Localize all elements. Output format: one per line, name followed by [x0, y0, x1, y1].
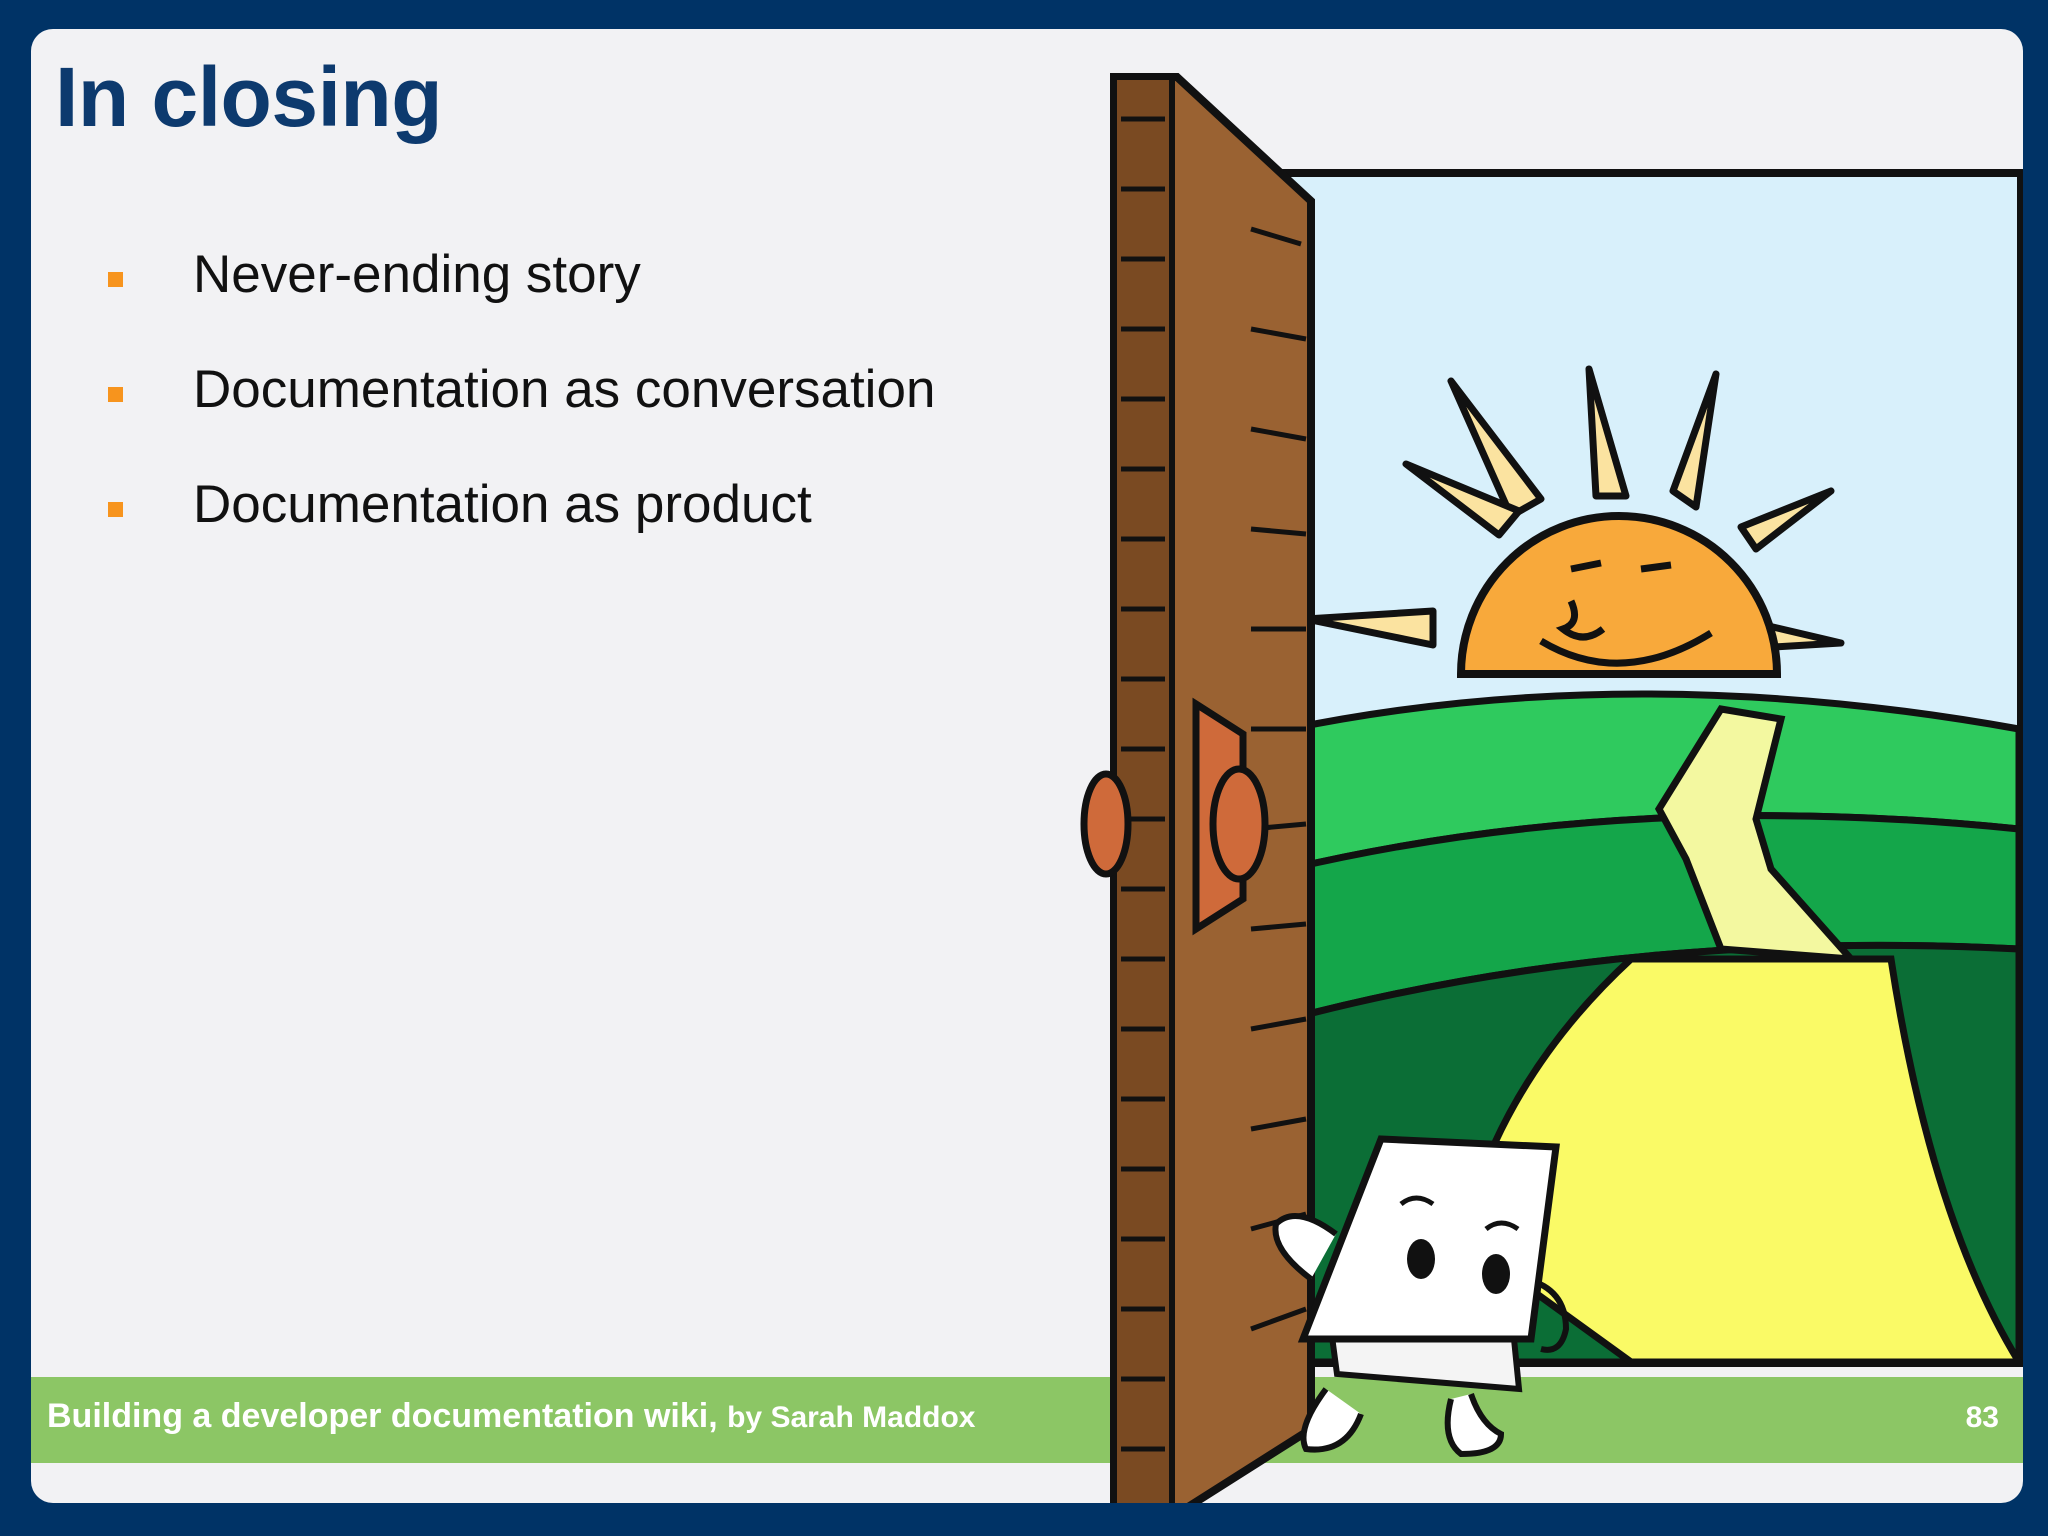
bullet-text: Never-ending story — [193, 245, 641, 304]
orange-square-icon — [108, 502, 123, 517]
footer-bar: Building a developer documentation wiki,… — [31, 1377, 2023, 1463]
open-door-illustration — [1080, 73, 2023, 1503]
sun — [1456, 512, 1782, 678]
bullet-text: Documentation as conversation — [193, 360, 936, 419]
page-number: 83 — [1965, 1401, 1999, 1434]
footer-title: Building a developer documentation wiki, — [47, 1397, 718, 1435]
slide-title: In closing — [55, 50, 443, 144]
door-knob — [1080, 697, 1269, 936]
footer-author: by Sarah Maddox — [727, 1401, 976, 1434]
orange-square-icon — [108, 387, 123, 402]
orange-square-icon — [108, 272, 123, 287]
footer-text: Building a developer documentation wiki,… — [47, 1397, 976, 1436]
book-character — [1272, 1135, 1570, 1458]
slide: In closing Never-ending story Documentat… — [31, 29, 2023, 1503]
door — [1080, 73, 1315, 1503]
bullet-text: Documentation as product — [193, 475, 812, 534]
